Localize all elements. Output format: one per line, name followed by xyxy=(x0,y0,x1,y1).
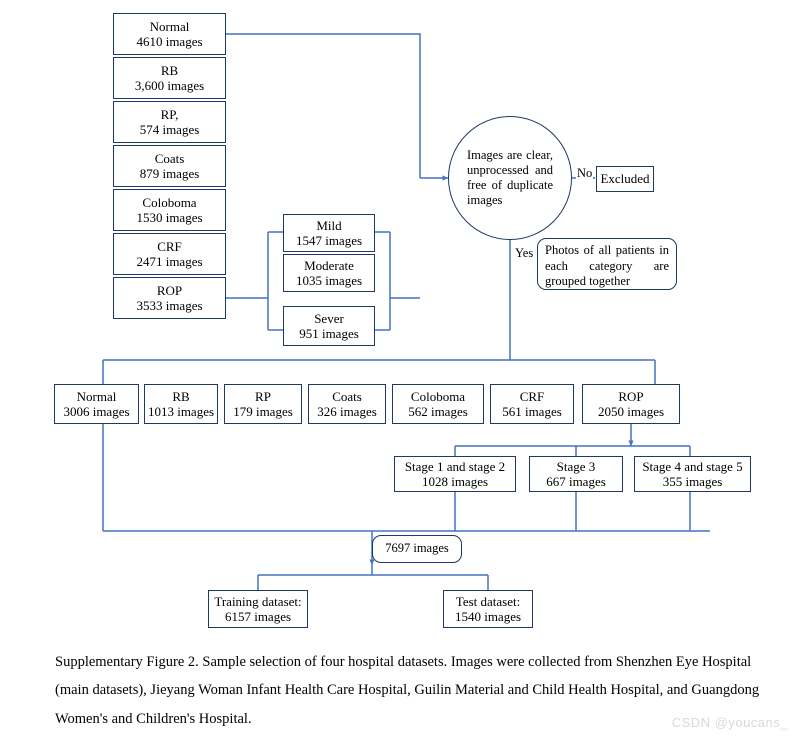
category-rop-count: 2050 images xyxy=(597,404,665,419)
source-rop-count: 3533 images xyxy=(136,298,203,313)
severity-moderate-label: Moderate xyxy=(304,257,354,273)
stage-4-5-label: Stage 4 and stage 5 xyxy=(642,458,743,474)
total-images-label: 7697 images xyxy=(385,541,449,556)
source-rp-label: RP, xyxy=(160,106,179,122)
source-rp: RP, 574 images xyxy=(113,101,226,143)
source-rp-count: 574 images xyxy=(139,122,200,137)
category-coats-label: Coats xyxy=(332,388,362,404)
test-dataset: Test dataset: 1540 images xyxy=(443,590,533,628)
source-rop-label: ROP xyxy=(156,282,183,298)
grouping-note: Photos of all patients in each category … xyxy=(537,238,677,290)
category-rp-count: 179 images xyxy=(233,404,293,419)
watermark: CSDN @youcans_ xyxy=(671,715,788,730)
source-normal: Normal 4610 images xyxy=(113,13,226,55)
source-crf-label: CRF xyxy=(157,238,182,254)
category-rb-count: 1013 images xyxy=(147,404,215,419)
category-normal-label: Normal xyxy=(76,388,117,404)
severity-sever-label: Sever xyxy=(314,310,344,326)
category-coats-count: 326 images xyxy=(317,404,377,419)
category-normal-count: 3006 images xyxy=(63,404,130,419)
flowchart-figure: Normal 4610 images RB 3,600 images RP, 5… xyxy=(54,13,751,628)
source-coloboma-label: Coloboma xyxy=(142,194,197,210)
source-normal-count: 4610 images xyxy=(136,34,203,49)
category-rp-label: RP xyxy=(255,388,271,404)
source-coloboma: Coloboma 1530 images xyxy=(113,189,226,231)
category-coloboma-count: 562 images xyxy=(408,404,468,419)
stage-3: Stage 3 667 images xyxy=(529,456,623,492)
stage-4-5-count: 355 images xyxy=(662,474,723,489)
severity-sever-count: 951 images xyxy=(299,326,359,341)
source-rb-label: RB xyxy=(160,62,179,78)
source-coats-label: Coats xyxy=(154,150,185,166)
category-rop-label: ROP xyxy=(618,388,644,404)
category-coloboma-label: Coloboma xyxy=(410,388,466,404)
source-coats-count: 879 images xyxy=(139,166,200,181)
source-rb-count: 3,600 images xyxy=(134,78,205,93)
total-images-box: 7697 images xyxy=(372,535,462,563)
edge-label-no: No xyxy=(576,166,594,181)
stage-4-5: Stage 4 and stage 5 355 images xyxy=(634,456,751,492)
category-crf: CRF 561 images xyxy=(490,384,574,424)
category-crf-label: CRF xyxy=(519,388,545,404)
source-rop: ROP 3533 images xyxy=(113,277,226,319)
training-dataset: Training dataset: 6157 images xyxy=(208,590,308,628)
training-dataset-label: Training dataset: xyxy=(214,593,302,609)
category-normal: Normal 3006 images xyxy=(54,384,139,424)
stage-3-count: 667 images xyxy=(546,474,606,489)
excluded-box: Excluded xyxy=(596,166,654,192)
category-coloboma: Coloboma 562 images xyxy=(392,384,484,424)
figure-caption: Supplementary Figure 2. Sample selection… xyxy=(55,654,760,727)
category-rb: RB 1013 images xyxy=(144,384,218,424)
source-rb: RB 3,600 images xyxy=(113,57,226,99)
severity-mild: Mild 1547 images xyxy=(283,214,375,252)
test-dataset-label: Test dataset: xyxy=(455,593,521,609)
grouping-note-text: Photos of all patients in each category … xyxy=(545,243,669,289)
category-rp: RP 179 images xyxy=(224,384,302,424)
test-dataset-count: 1540 images xyxy=(454,609,522,624)
stage-1-2: Stage 1 and stage 2 1028 images xyxy=(394,456,516,492)
decision-text: Images are clear, unprocessed and free o… xyxy=(467,147,553,208)
source-coats: Coats 879 images xyxy=(113,145,226,187)
source-crf-count: 2471 images xyxy=(136,254,203,269)
source-coloboma-count: 1530 images xyxy=(136,210,203,225)
category-coats: Coats 326 images xyxy=(308,384,386,424)
stage-1-2-label: Stage 1 and stage 2 xyxy=(404,458,506,474)
training-dataset-count: 6157 images xyxy=(224,609,292,624)
severity-mild-count: 1547 images xyxy=(295,233,363,248)
stage-3-label: Stage 3 xyxy=(556,458,596,474)
category-crf-count: 561 images xyxy=(502,404,562,419)
severity-sever: Sever 951 images xyxy=(283,306,375,346)
decision-quality-check: Images are clear, unprocessed and free o… xyxy=(448,116,572,240)
excluded-label: Excluded xyxy=(600,171,650,187)
severity-mild-label: Mild xyxy=(316,217,342,233)
edge-label-yes: Yes xyxy=(514,246,535,261)
source-normal-label: Normal xyxy=(149,18,190,34)
severity-moderate: Moderate 1035 images xyxy=(283,254,375,292)
stage-1-2-count: 1028 images xyxy=(421,474,489,489)
source-crf: CRF 2471 images xyxy=(113,233,226,275)
category-rop: ROP 2050 images xyxy=(582,384,680,424)
category-rb-label: RB xyxy=(172,388,190,404)
severity-moderate-count: 1035 images xyxy=(295,273,363,288)
